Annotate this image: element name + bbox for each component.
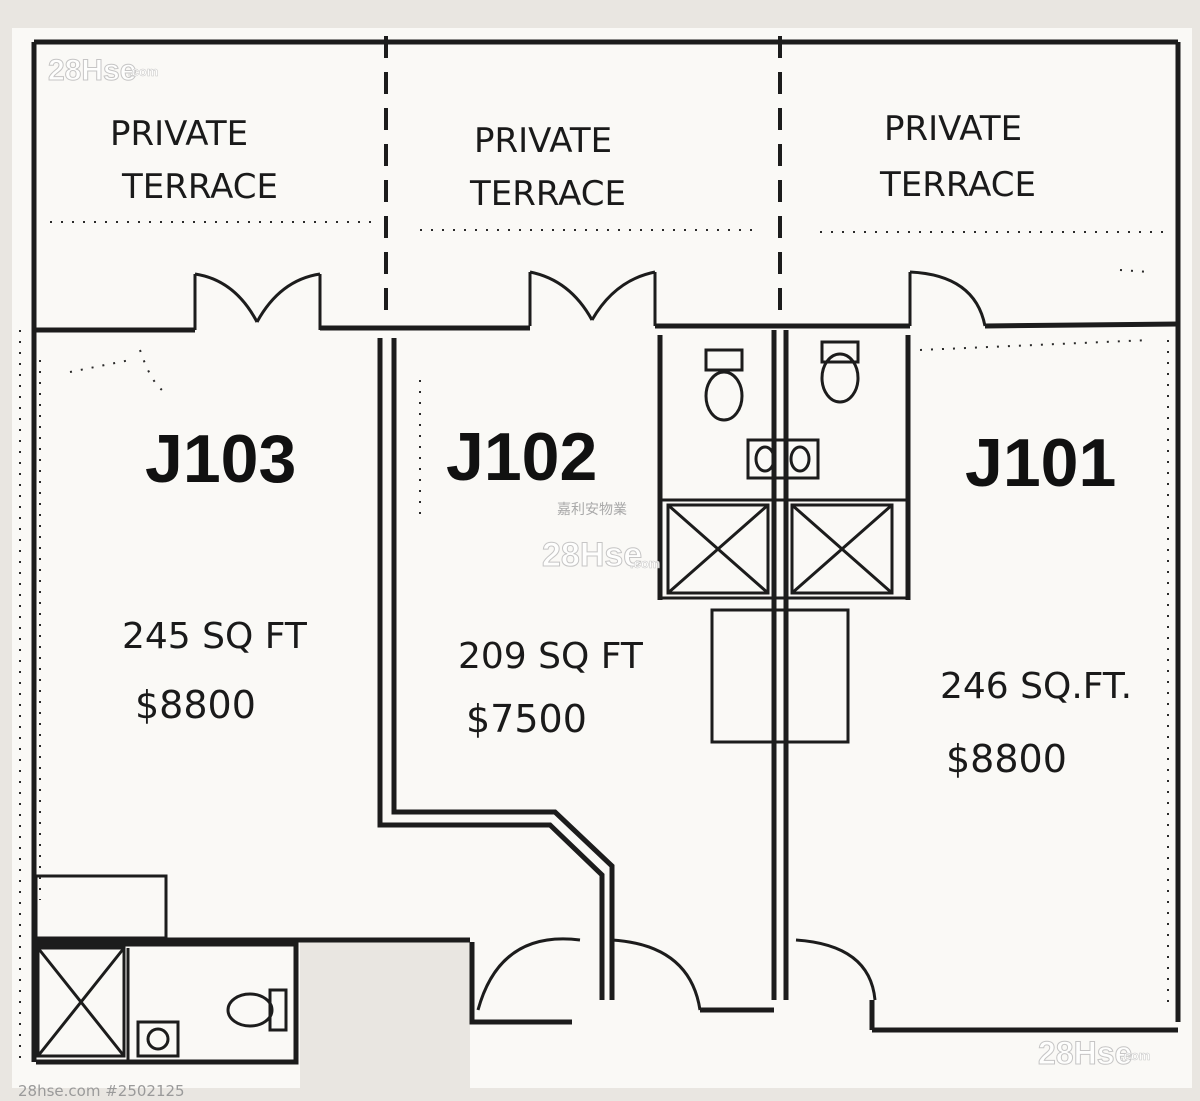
bottom-entrances xyxy=(34,937,877,1030)
unit-area-j102: 209 SQ FT xyxy=(458,636,644,677)
watermark-bottom-right-text: 28Hse xyxy=(1038,1035,1132,1071)
unit-area-j101: 246 SQ.FT. xyxy=(940,666,1132,707)
terrace-label-1: PRIVATE TERRACE xyxy=(110,114,278,207)
terrace-label-3: PRIVATE TERRACE xyxy=(879,109,1036,205)
double-door-j102 xyxy=(528,270,657,326)
terrace-boundary-wall xyxy=(34,221,1179,333)
unit-id-j101: J101 xyxy=(965,425,1116,501)
terrace-3-line1: PRIVATE xyxy=(884,109,1022,149)
unit-price-j102: $7500 xyxy=(466,697,587,741)
watermark-logo-bottom-right: 28Hse .com xyxy=(1038,1035,1151,1072)
bathroom-block xyxy=(657,335,911,744)
unit-price-j103: $8800 xyxy=(135,683,256,727)
watermark-footer-ref: 28hse.com #2502125 xyxy=(18,1082,185,1100)
j103-service-area xyxy=(34,874,299,1065)
terrace-dividers xyxy=(384,36,782,320)
unit-area-j103: 245 SQ FT xyxy=(122,616,308,657)
terrace-3-line2: TERRACE xyxy=(879,165,1036,205)
terrace-label-2: PRIVATE TERRACE xyxy=(469,121,626,214)
scan-noise xyxy=(39,269,1169,1010)
unit-price-j101: $8800 xyxy=(946,737,1067,781)
unit-id-j103: J103 xyxy=(145,421,296,497)
terrace-2-line1: PRIVATE xyxy=(474,121,612,161)
partition-j103-j102 xyxy=(377,338,615,1000)
outer-walls xyxy=(19,39,1181,1062)
watermark-center-suffix: .com xyxy=(630,556,660,571)
watermark-logo-top-left: 28Hse .com xyxy=(48,54,159,88)
terrace-1-line2: TERRACE xyxy=(121,167,278,207)
watermark-top-left-text: 28Hse xyxy=(48,54,136,87)
partition-j102-j101 xyxy=(771,330,789,1000)
watermark-top-left-suffix: .com xyxy=(128,64,158,79)
watermark-agency-name: 嘉利安物業 xyxy=(557,502,627,518)
terrace-1-line1: PRIVATE xyxy=(110,114,248,154)
single-door-j101 xyxy=(908,270,987,327)
watermark-bottom-right-suffix: .com xyxy=(1120,1048,1150,1063)
background-bottom-right xyxy=(300,940,470,1101)
unit-id-j102: J102 xyxy=(446,419,597,495)
terrace-2-line2: TERRACE xyxy=(469,174,626,214)
watermark-logo-center: 28Hse .com xyxy=(542,536,661,575)
double-door-j103 xyxy=(193,272,322,330)
watermark-center-text: 28Hse xyxy=(542,536,642,574)
